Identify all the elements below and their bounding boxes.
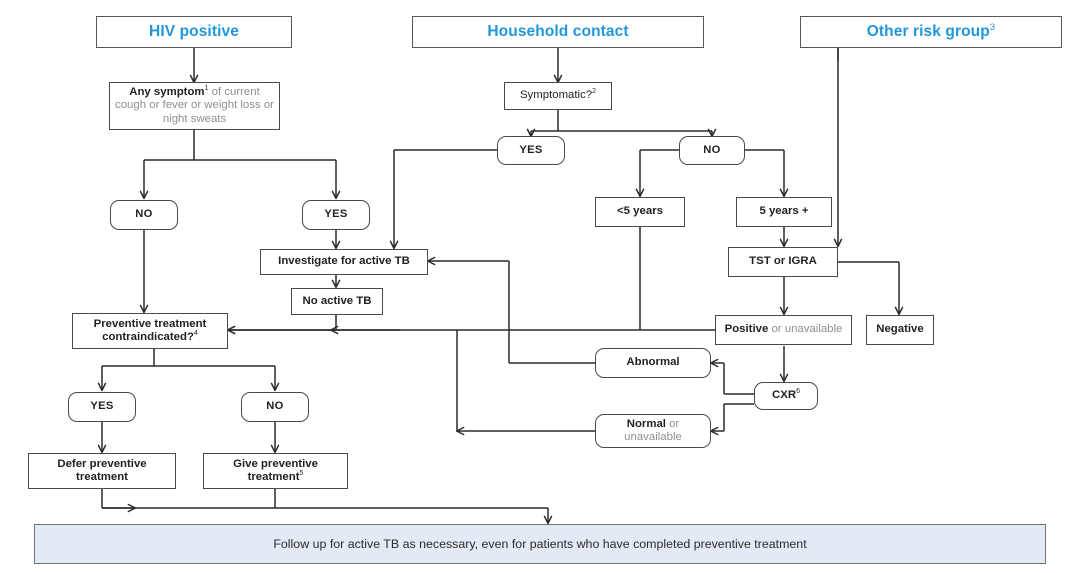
node-hiv-symptom-yes[interactable]: YES (302, 200, 370, 230)
node-investigate-active-tb[interactable]: Investigate for active TB (260, 249, 428, 275)
node-contraindicated-no-label: NO (266, 400, 284, 413)
node-household-yes-label: YES (519, 143, 543, 156)
node-contraindicated-yes-label: YES (90, 400, 114, 413)
node-household-no[interactable]: NO (679, 136, 745, 165)
node-no-active-tb-label: No active TB (302, 294, 372, 307)
node-positive-or-unavailable-label: Positive or unavailable (724, 323, 843, 336)
node-normal-or-unavailable[interactable]: Normal or unavailable (595, 414, 711, 448)
followup-banner-label: Follow up for active TB as necessary, ev… (273, 537, 807, 551)
node-hiv-symptom-yes-label: YES (324, 208, 348, 221)
node-investigate-active-tb-label: Investigate for active TB (278, 255, 410, 268)
node-abnormal[interactable]: Abnormal (595, 348, 711, 378)
node-contraindicated-yes[interactable]: YES (68, 392, 136, 422)
node-symptomatic[interactable]: Symptomatic?2 (504, 82, 612, 110)
node-abnormal-label: Abnormal (626, 356, 680, 369)
node-negative-label: Negative (876, 323, 924, 336)
node-tst-or-igra-label: TST or IGRA (749, 255, 817, 268)
footnote-ref-2: 2 (592, 88, 597, 96)
footnote-ref-1: 1 (204, 85, 209, 93)
node-give-preventive-treatment-label: Give preventive treatment5 (233, 457, 318, 483)
footnote-ref-6: 6 (796, 388, 800, 396)
node-5-years-plus-label: 5 years + (759, 205, 809, 218)
footnote-ref-4: 4 (193, 330, 198, 338)
node-negative[interactable]: Negative (866, 315, 934, 345)
node-under-5-years-label: <5 years (617, 205, 663, 218)
node-household-yes[interactable]: YES (497, 136, 565, 165)
node-hiv-symptom-no-label: NO (135, 208, 153, 221)
footnote-ref-3: 3 (989, 21, 996, 33)
header-household-contact-label: Household contact (487, 22, 629, 40)
footnote-ref-5: 5 (299, 470, 304, 478)
node-any-symptom-label: Any symptom1 of current cough or fever o… (115, 85, 274, 125)
node-preventive-contraindicated[interactable]: Preventive treatment contraindicated?4 (72, 313, 228, 349)
header-hiv-positive-label: HIV positive (149, 22, 239, 40)
node-defer-preventive-treatment-label: Defer preventive treatment (57, 457, 147, 483)
node-normal-or-unavailable-label: Normal or unavailable (624, 417, 682, 443)
node-any-symptom[interactable]: Any symptom1 of current cough or fever o… (109, 82, 280, 130)
node-give-preventive-treatment[interactable]: Give preventive treatment5 (203, 453, 348, 489)
header-other-risk-group[interactable]: Other risk group3 (800, 16, 1062, 48)
node-defer-preventive-treatment[interactable]: Defer preventive treatment (28, 453, 176, 489)
header-household-contact[interactable]: Household contact (412, 16, 704, 48)
node-5-years-plus[interactable]: 5 years + (736, 197, 832, 227)
node-contraindicated-no[interactable]: NO (241, 392, 309, 422)
node-cxr[interactable]: CXR6 (754, 382, 818, 410)
node-cxr-label: CXR6 (772, 388, 800, 402)
node-under-5-years[interactable]: <5 years (595, 197, 685, 227)
header-other-risk-group-label: Other risk group3 (866, 21, 996, 40)
node-symptomatic-label: Symptomatic?2 (519, 88, 597, 102)
node-preventive-contraindicated-label: Preventive treatment contraindicated?4 (93, 317, 207, 343)
node-hiv-symptom-no[interactable]: NO (110, 200, 178, 230)
node-household-no-label: NO (703, 143, 721, 156)
header-hiv-positive[interactable]: HIV positive (96, 16, 292, 48)
node-positive-or-unavailable[interactable]: Positive or unavailable (715, 315, 852, 345)
followup-banner[interactable]: Follow up for active TB as necessary, ev… (34, 524, 1046, 564)
node-tst-or-igra[interactable]: TST or IGRA (728, 247, 838, 277)
node-no-active-tb[interactable]: No active TB (291, 288, 383, 315)
